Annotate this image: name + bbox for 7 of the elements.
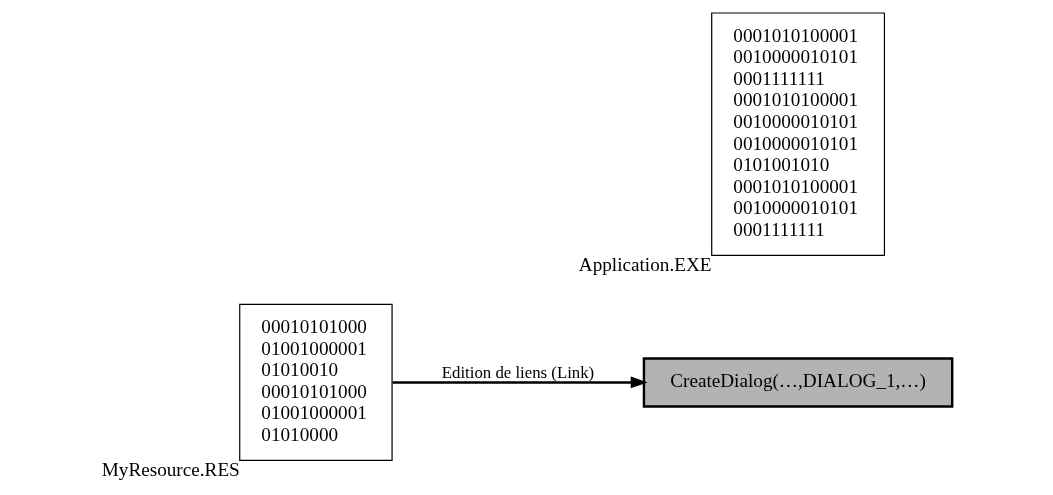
node-label: Application.EXE (578, 253, 711, 275)
node-label: MyResource.RES (101, 458, 240, 480)
arrow (392, 376, 648, 389)
edge-label: Edition de liens (Link) (441, 362, 594, 382)
node-box: 0001010100001 0010000010101 0001111111 0001010100001 0010000010101 0010000010101 0101001010 0001010100001 0010000010101 0001111111 (710, 12, 885, 256)
node-box: 00010101000 01001000001 01010010 00010101000 01001000001 01010000 (238, 303, 393, 461)
node-box: CreateDialog(…,DIALOG_1,…) (642, 357, 953, 408)
